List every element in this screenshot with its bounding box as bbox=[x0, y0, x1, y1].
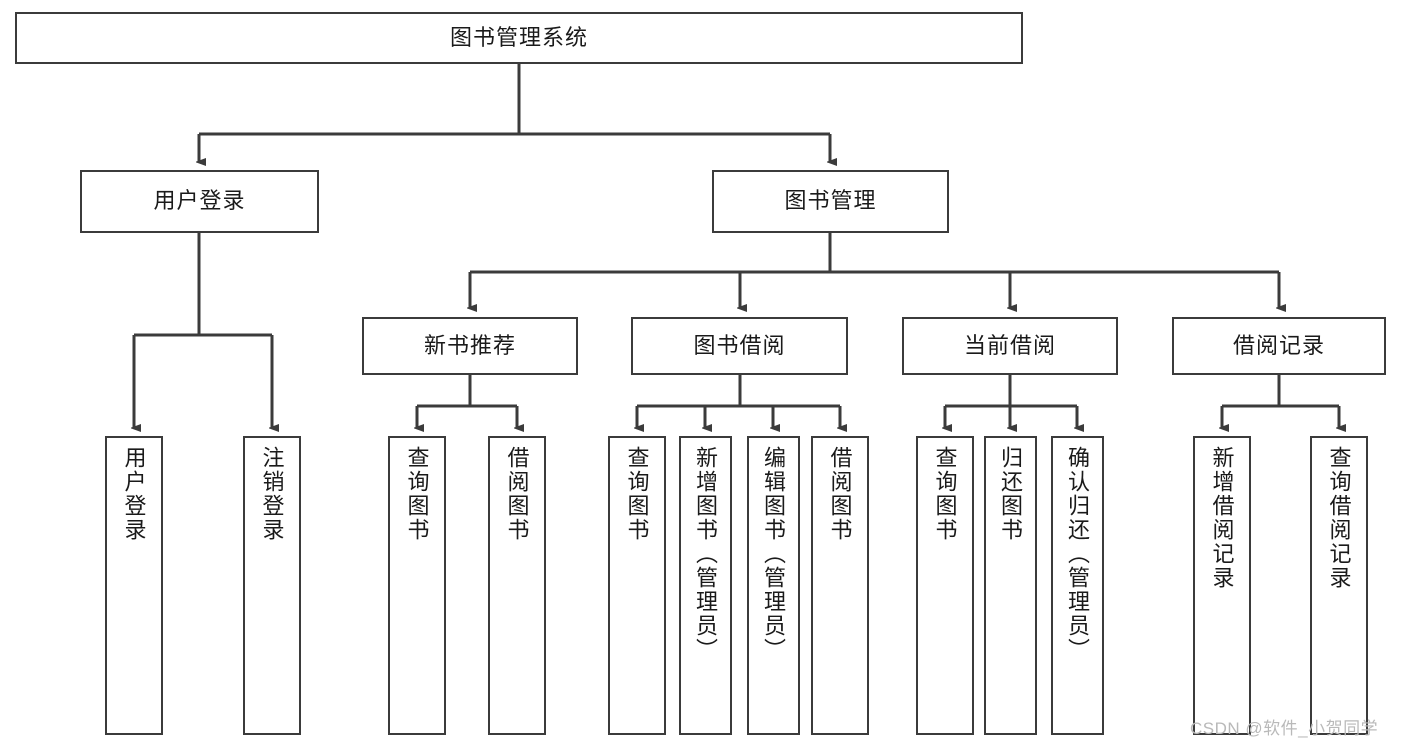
node-label: 当前借阅 bbox=[963, 332, 1056, 358]
leaf-borrow-record-add[interactable]: 新增借阅记录 bbox=[1193, 436, 1251, 735]
node-book-borrow[interactable]: 图书借阅 bbox=[631, 317, 848, 375]
node-label: 图书管理 bbox=[784, 188, 877, 214]
leaf-user-login-signout[interactable]: 注销登录 bbox=[243, 436, 301, 735]
node-label: 借阅图书 bbox=[827, 446, 853, 542]
leaf-current-borrow-confirm[interactable]: 确认归还（管理员） bbox=[1051, 436, 1104, 735]
node-label: 图书借阅 bbox=[693, 332, 786, 358]
node-label: 新增图书（管理员） bbox=[693, 446, 719, 662]
leaf-current-borrow-return[interactable]: 归还图书 bbox=[984, 436, 1037, 735]
node-label: 用户登录 bbox=[121, 446, 147, 542]
node-label: 借阅图书 bbox=[504, 446, 530, 542]
leaf-book-borrow-lend[interactable]: 借阅图书 bbox=[811, 436, 869, 735]
node-label: 查询借阅记录 bbox=[1326, 446, 1352, 590]
watermark: CSDN @软件_小贺同学 bbox=[1190, 719, 1379, 738]
leaf-user-login-signin[interactable]: 用户登录 bbox=[105, 436, 163, 735]
node-label: 借阅记录 bbox=[1232, 332, 1325, 358]
leaf-new-book-borrow[interactable]: 借阅图书 bbox=[488, 436, 546, 735]
leaf-book-borrow-query[interactable]: 查询图书 bbox=[608, 436, 666, 735]
leaf-book-borrow-edit[interactable]: 编辑图书（管理员） bbox=[747, 436, 800, 735]
node-label: 编辑图书（管理员） bbox=[761, 446, 787, 662]
node-root-system[interactable]: 图书管理系统 bbox=[15, 12, 1023, 64]
leaf-borrow-record-query[interactable]: 查询借阅记录 bbox=[1310, 436, 1368, 735]
node-new-book-recommend[interactable]: 新书推荐 bbox=[362, 317, 578, 375]
node-label: 注销登录 bbox=[259, 446, 285, 542]
leaf-new-book-query[interactable]: 查询图书 bbox=[388, 436, 446, 735]
leaf-current-borrow-query[interactable]: 查询图书 bbox=[916, 436, 974, 735]
leaf-book-borrow-add[interactable]: 新增图书（管理员） bbox=[679, 436, 732, 735]
node-label: 查询图书 bbox=[932, 446, 958, 542]
node-label: 新书推荐 bbox=[423, 332, 516, 358]
node-label: 确认归还（管理员） bbox=[1065, 446, 1091, 662]
node-book-management[interactable]: 图书管理 bbox=[712, 170, 949, 233]
node-label: 查询图书 bbox=[404, 446, 430, 542]
node-borrow-record[interactable]: 借阅记录 bbox=[1172, 317, 1386, 375]
node-label: 图书管理系统 bbox=[449, 24, 588, 50]
node-label: 新增借阅记录 bbox=[1209, 446, 1235, 590]
node-current-borrow[interactable]: 当前借阅 bbox=[902, 317, 1118, 375]
node-label: 查询图书 bbox=[624, 446, 650, 542]
node-user-login[interactable]: 用户登录 bbox=[80, 170, 319, 233]
node-label: 用户登录 bbox=[153, 188, 246, 214]
node-label: 归还图书 bbox=[998, 446, 1024, 542]
